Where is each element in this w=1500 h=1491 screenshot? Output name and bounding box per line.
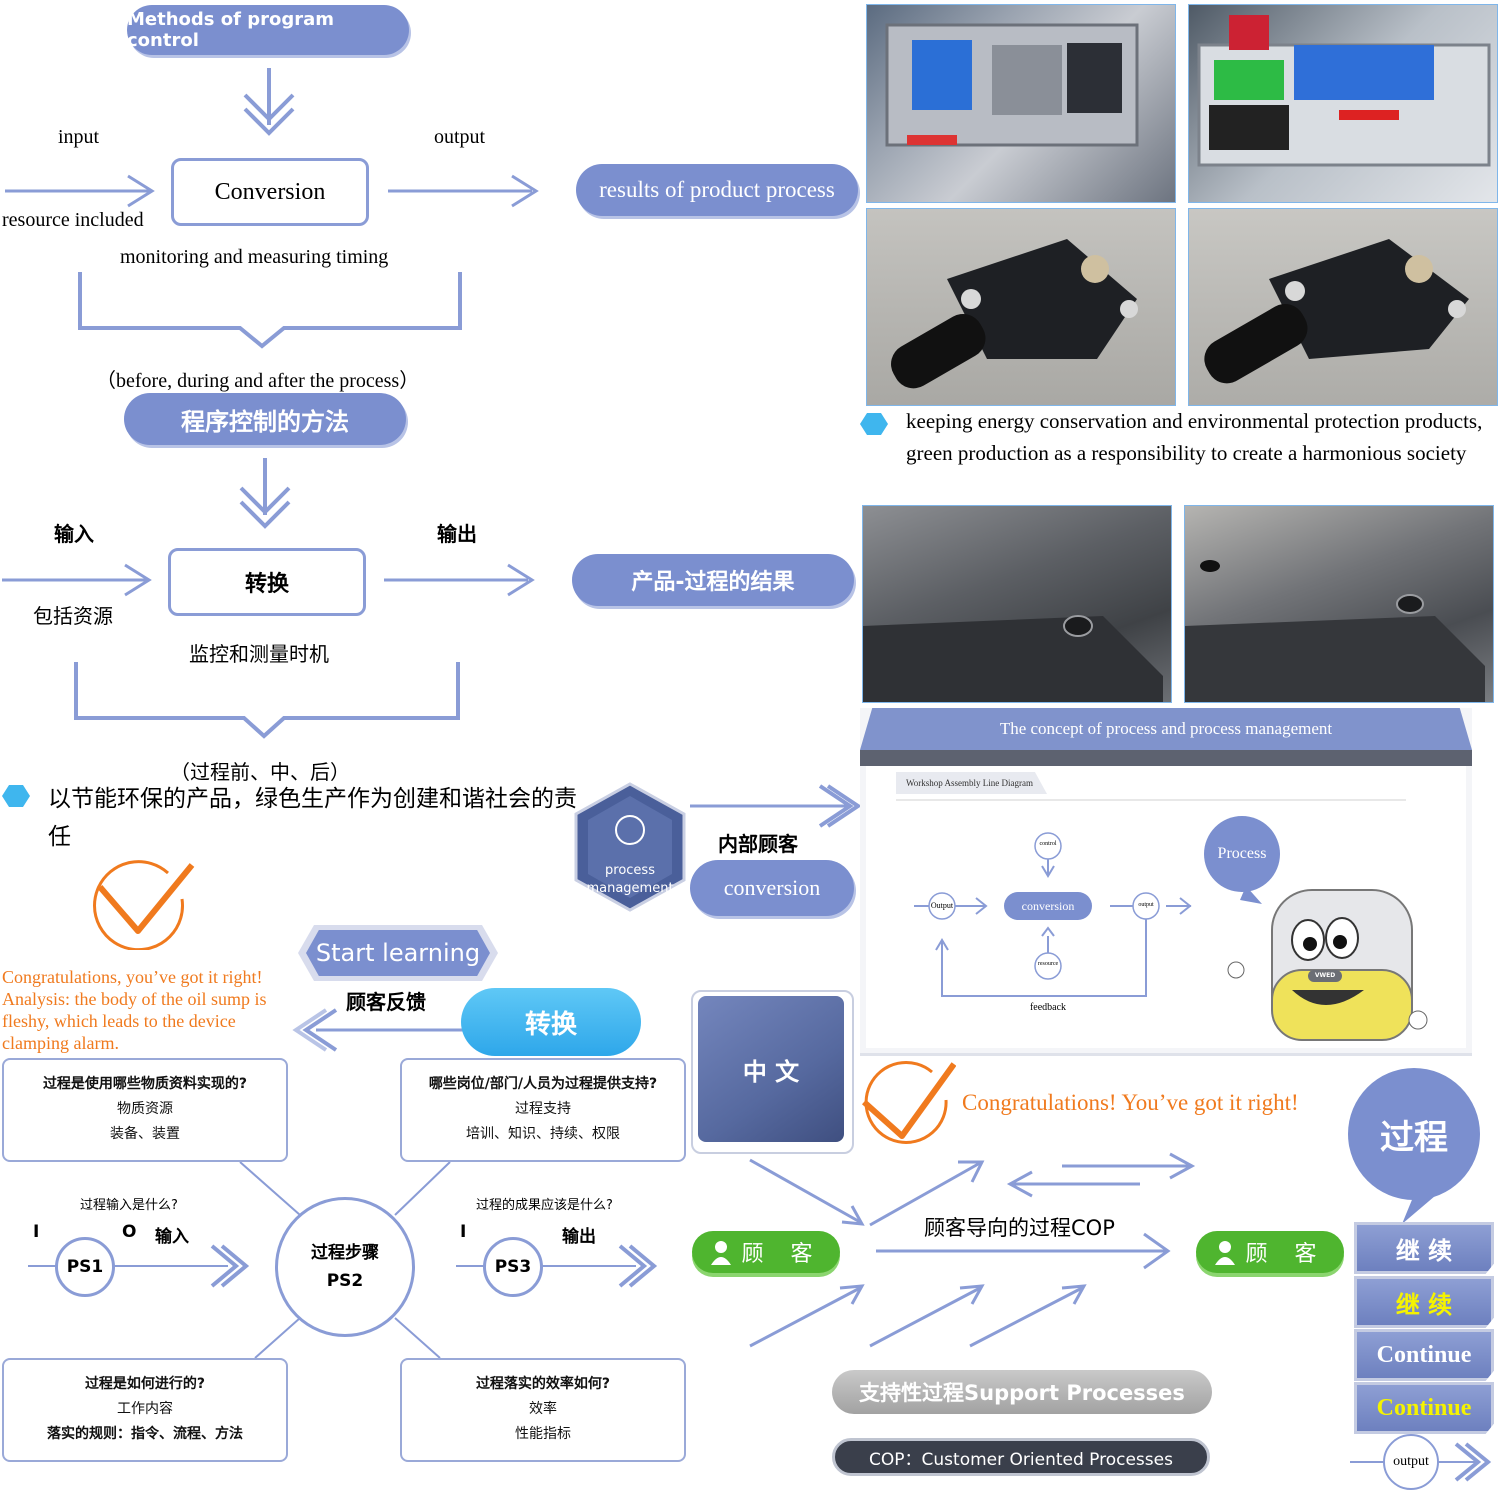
sensor-part-photo-1 — [866, 208, 1176, 406]
process-bubble: 过程 — [1348, 1068, 1480, 1200]
en-result-pill: results of product process — [576, 164, 858, 216]
diagram-feedback-label: feedback — [1029, 1002, 1067, 1013]
user-icon — [1214, 1241, 1235, 1265]
diagram-tag: Workshop Assembly Line Diagram — [896, 772, 1048, 794]
question-box-material: 过程是使用哪些物质资料实现的? 物质资源 装备、装置 — [2, 1058, 288, 1162]
congrats-message-2: Congratulations! You’ve got it right! — [962, 1090, 1299, 1115]
diagram-output-right: output — [1138, 902, 1154, 908]
question-box-efficiency: 过程落实的效率如何? 效率 性能指标 — [400, 1358, 686, 1462]
cop-definition-pill: COP：Customer Oriented Processes — [832, 1438, 1210, 1476]
congrats-message: Congratulations, you’ve got it right! — [2, 967, 263, 987]
sensor-part-photo-2 — [1188, 208, 1498, 406]
continue-cn-button-hover[interactable]: 继 续 — [1354, 1276, 1494, 1328]
question-title: 过程是使用哪些物质资料实现的? — [42, 1076, 248, 1092]
support-processes-pill: 支持性过程Support Processes — [832, 1370, 1212, 1414]
question-answer: 工作内容 — [117, 1401, 173, 1417]
ps2-title: 过程步骤 — [311, 1243, 379, 1263]
user-icon — [710, 1241, 731, 1265]
diagram-conversion-node: conversion — [1004, 892, 1092, 920]
en-resource-label: resource included — [2, 209, 144, 231]
question-title: 哪些岗位/部门/人员为过程提供支持? — [428, 1076, 658, 1092]
chinese-language-button[interactable]: 中 文 — [698, 996, 844, 1142]
cn-input-label: 输入 — [54, 522, 94, 546]
mascot-badge: VWED — [1314, 972, 1336, 979]
customer-label: 顾 客 — [741, 1242, 823, 1267]
tool-tray-photo-1 — [866, 4, 1176, 203]
oil-sump-photo-1 — [862, 505, 1172, 703]
continue-en-button-hover[interactable]: Continue — [1354, 1382, 1494, 1434]
cn-timing-label: （过程前、中、后） — [170, 760, 350, 784]
question-detail: 落实的规则：指令、流程、方法 — [47, 1426, 243, 1442]
bus-mascot-icon — [1227, 886, 1428, 1041]
cn-result-pill: 产品-过程的结果 — [572, 554, 854, 606]
concept-panel: The concept of process and process manag… — [860, 708, 1472, 1056]
analysis-text: Congratulations, you’ve got it right! An… — [2, 966, 302, 1054]
cn-output-label: 输出 — [437, 522, 477, 546]
question-answer: 效率 — [529, 1401, 557, 1417]
hexagon-bullet-icon — [2, 785, 30, 807]
hexagon-label: process management — [586, 863, 674, 896]
output-label: 输出 — [562, 1227, 596, 1247]
check-circle-icon — [861, 1061, 956, 1144]
process-management-hexagon — [574, 782, 686, 912]
start-learning-button[interactable]: Start learning — [306, 930, 490, 976]
internal-customer-label: 内部顾客 — [718, 832, 798, 856]
tool-tray-photo-2 — [1188, 4, 1498, 203]
diagram-control-label: control — [1039, 841, 1057, 847]
customer-button-right[interactable]: 顾 客 — [1196, 1231, 1344, 1273]
ps2-node: 过程步骤 PS2 — [275, 1197, 415, 1337]
customer-label: 顾 客 — [1245, 1242, 1327, 1267]
cn-resource-label: 包括资源 — [33, 604, 113, 628]
continue-cn-button[interactable]: 继 续 — [1354, 1222, 1494, 1274]
energy-text-cn: 以节能环保的产品，绿色生产作为创建和谐社会的责任 — [48, 786, 577, 850]
en-method-title: Methods of program control — [127, 5, 409, 55]
ps3-node: PS3 — [483, 1237, 543, 1297]
continue-en-button[interactable]: Continue — [1354, 1329, 1494, 1381]
diagram-lines — [896, 799, 1406, 997]
question-title: 过程落实的效率如何? — [475, 1376, 611, 1392]
concept-banner: The concept of process and process manag… — [860, 708, 1472, 750]
diagram-resource-label: resource — [1037, 961, 1059, 967]
ps2-code: PS2 — [326, 1271, 364, 1291]
zhuanhuan-button[interactable]: 转换 — [461, 988, 641, 1056]
output-i-label: I — [460, 1222, 467, 1242]
hexagon-bullet-icon — [860, 413, 888, 435]
cn-conversion-box: 转换 — [168, 548, 366, 616]
ps1-node: PS1 — [55, 1237, 115, 1297]
question-detail: 培训、知识、持续、权限 — [466, 1126, 620, 1142]
en-timing-label: （before, during and after the process） — [96, 370, 420, 392]
en-monitoring-label: monitoring and measuring timing — [120, 246, 389, 268]
question-detail: 装备、装置 — [110, 1126, 180, 1142]
oil-sump-photo-2 — [1184, 505, 1494, 703]
question-detail: 性能指标 — [515, 1426, 571, 1442]
question-box-support: 哪些岗位/部门/人员为过程提供支持? 过程支持 培训、知识、持续、权限 — [400, 1058, 686, 1162]
en-input-label: input — [58, 126, 100, 148]
output-question: 过程的成果应该是什么? — [476, 1198, 613, 1213]
question-answer: 物质资源 — [117, 1101, 173, 1117]
output-node: output — [1383, 1434, 1439, 1490]
conversion-button[interactable]: conversion — [690, 860, 854, 916]
customer-button-left[interactable]: 顾 客 — [692, 1231, 840, 1273]
analysis-message: Analysis: the body of the oil sump is fl… — [2, 989, 267, 1053]
diagram-canvas: Workshop Assembly Line Diagram control r… — [866, 766, 1466, 1048]
input-label: 输入 — [155, 1227, 189, 1247]
energy-text-en: keeping energy conservation and environm… — [906, 409, 1483, 465]
input-o-label: O — [122, 1222, 137, 1242]
question-answer: 过程支持 — [515, 1101, 571, 1117]
bubble-tail-icon — [1402, 1190, 1442, 1224]
input-i-label: I — [33, 1222, 40, 1242]
cn-monitoring-label: 监控和测量时机 — [189, 642, 329, 666]
diagram-output-left: Output — [930, 901, 954, 910]
process-speech-bubble: Process — [1204, 816, 1280, 892]
check-circle-icon — [93, 860, 195, 950]
question-title: 过程是如何进行的? — [84, 1376, 206, 1392]
cn-method-title: 程序控制的方法 — [124, 393, 406, 445]
customer-feedback-label: 顾客反馈 — [346, 990, 426, 1014]
en-conversion-box: Conversion — [171, 158, 369, 226]
question-box-work: 过程是如何进行的? 工作内容 落实的规则：指令、流程、方法 — [2, 1358, 288, 1462]
en-output-label: output — [434, 126, 486, 148]
cop-center-label: 顾客导向的过程COP — [924, 1216, 1115, 1240]
input-question: 过程输入是什么? — [80, 1198, 178, 1213]
